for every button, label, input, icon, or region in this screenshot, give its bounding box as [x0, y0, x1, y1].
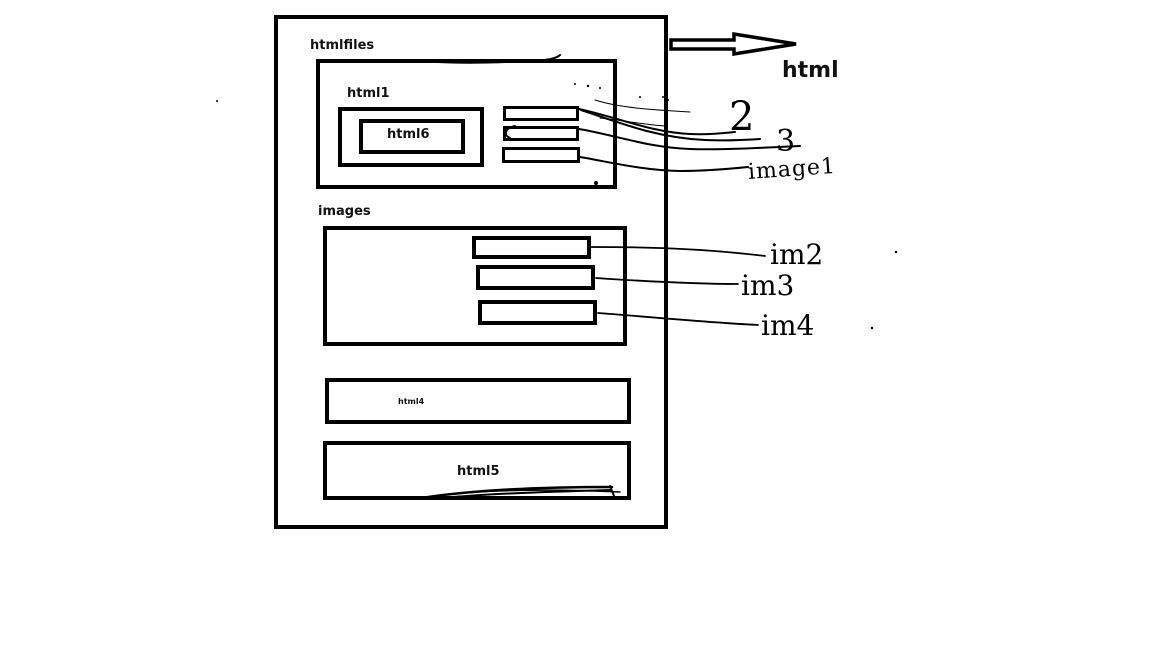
- htmlfiles-label: htmlfiles: [310, 38, 375, 53]
- html1-slot-2: [503, 126, 579, 141]
- annotation-im4: im4: [761, 309, 815, 342]
- html1-label: html1: [347, 86, 390, 101]
- html6-inner-box: [359, 119, 465, 154]
- annotation-im2: im2: [770, 238, 824, 271]
- annotation-2: 2: [729, 94, 755, 140]
- annotation-im3: im3: [741, 269, 795, 302]
- right-arrow-icon: [669, 31, 797, 57]
- html-target-label: html: [782, 58, 839, 83]
- annotation-image1: image1: [747, 153, 837, 185]
- annotation-3: 3: [776, 124, 796, 159]
- images-label: images: [318, 204, 371, 219]
- images-slot-2: [476, 265, 595, 290]
- html1-slot-3: [502, 147, 580, 163]
- html5-label: html5: [457, 464, 500, 479]
- images-slot-1: [472, 236, 591, 259]
- html6-label: html6: [387, 127, 430, 142]
- html4-box: [325, 378, 631, 424]
- html4-label: html4: [398, 397, 425, 406]
- images-slot-3: [478, 300, 597, 325]
- html1-slot-1: [503, 106, 579, 121]
